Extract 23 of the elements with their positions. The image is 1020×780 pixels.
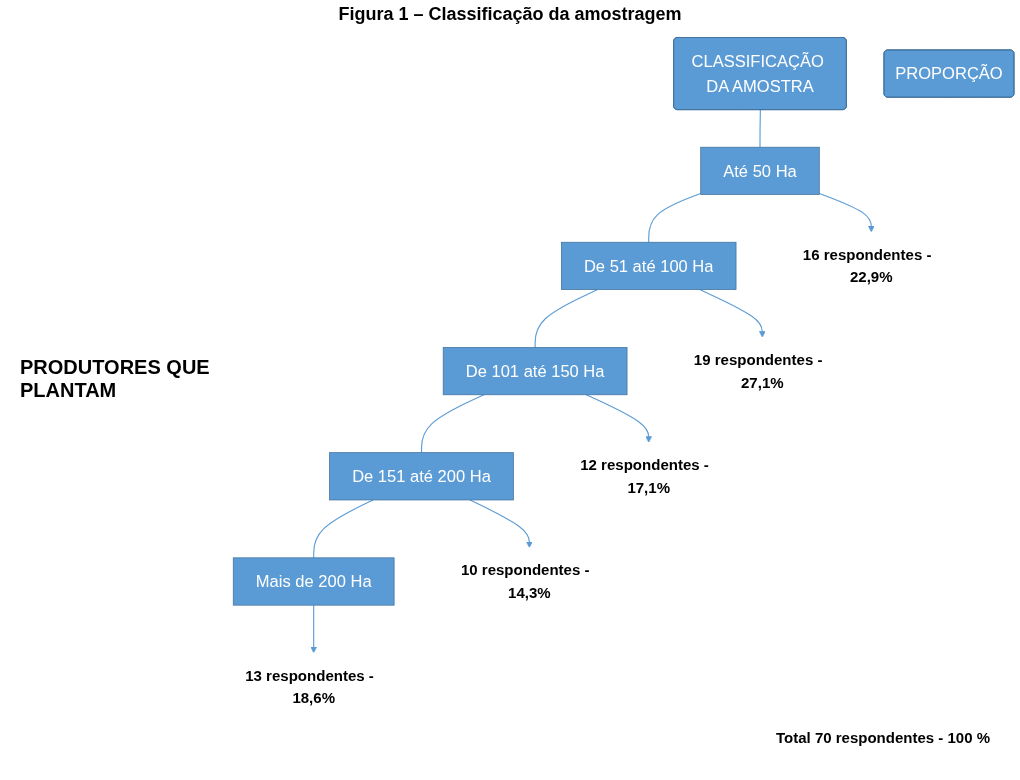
connector: [534, 289, 599, 348]
arrow: [585, 394, 652, 443]
node-text: 10 respondentes - 14,3%: [460, 561, 590, 602]
arrow: [469, 499, 533, 548]
total-note: Total 70 respondentes - 100 %: [775, 729, 991, 746]
node-text: 16 respondentes - 22,9%: [802, 246, 932, 286]
node-box: De 101 até 150 Ha: [442, 347, 628, 396]
node-text: 13 respondentes - 18,6%: [245, 667, 374, 707]
connector: [648, 192, 702, 243]
node-box: Mais de 200 Ha: [232, 557, 395, 606]
node-text: 19 respondentes - 27,1%: [693, 351, 823, 391]
connector: [759, 109, 761, 148]
node-box: De 51 até 100 Ha: [561, 241, 737, 290]
arrow: [818, 192, 875, 233]
figure-title: Figura 1 – Classificação da amostragem: [337, 4, 683, 25]
node-box: De 151 até 200 Ha: [329, 452, 514, 501]
node-text: 12 respondentes - 17,1%: [580, 456, 709, 496]
connector: [313, 499, 374, 559]
arrow: [699, 289, 766, 338]
node-box: Até 50 Ha: [700, 146, 820, 195]
connector: [420, 394, 485, 454]
group-label: PRODUTORES QUE PLANTAM: [19, 356, 210, 402]
arrow: [310, 604, 317, 654]
